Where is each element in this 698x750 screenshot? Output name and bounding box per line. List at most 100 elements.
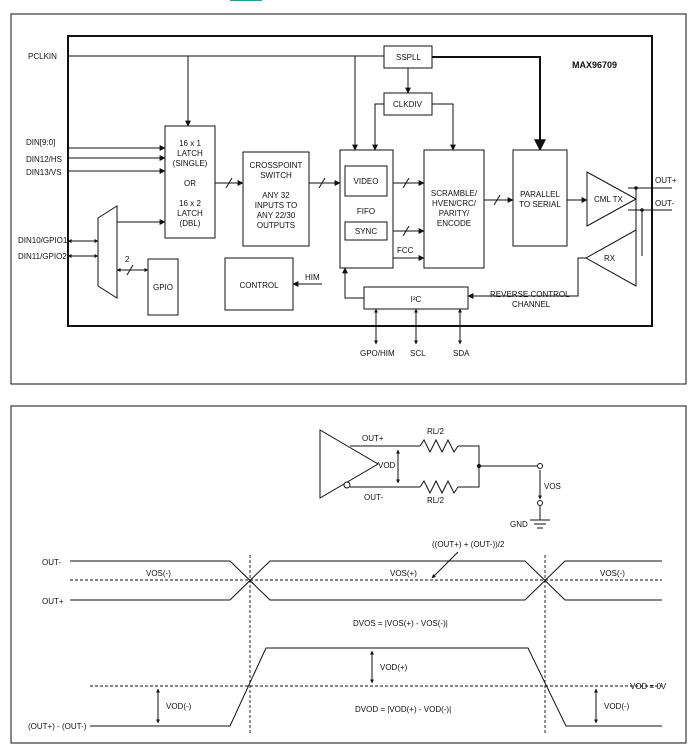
latch-line-7: (DBL)	[180, 219, 201, 228]
sync-block	[344, 221, 388, 241]
wire-rx-i2c	[467, 257, 586, 299]
pin-sda: SDA	[453, 349, 470, 358]
block-diagram-frame	[10, 13, 687, 385]
reverse-channel-line-1: REVERSE CONTROL	[490, 290, 570, 299]
parallel-line-1: PARALLEL	[520, 190, 560, 199]
scramble-line-2: HVEN/CRC/	[432, 199, 477, 208]
scramble-line-4: ENCODE	[437, 219, 471, 228]
video-block	[344, 165, 388, 197]
clkdiv-label: CLKDIV	[393, 100, 423, 109]
cml-tx-label: CML TX	[594, 195, 624, 204]
ssppll-label: SSPLL	[396, 53, 421, 62]
reverse-channel-line-2: CHANNEL	[512, 300, 551, 309]
wire-clkdiv-scramble	[432, 103, 456, 151]
latch-line-6: LATCH	[177, 209, 203, 218]
crosspoint-line-2: SWITCH	[260, 171, 292, 180]
control-block	[224, 257, 294, 311]
resistor-top-label: RL/2	[427, 427, 444, 436]
circuit-out-minus: OUT-	[364, 493, 383, 502]
crosspoint-line-4: INPUTS TO	[255, 201, 297, 210]
scramble-line-3: PARITY/	[439, 209, 470, 218]
scramble-block	[423, 149, 485, 269]
dvod-equation: DVOD = |VOD(+) - VOD(-)|	[355, 705, 451, 714]
latch-line-3: (SINGLE)	[173, 159, 208, 168]
vod-minus-label-right: VOD(-)	[604, 702, 630, 711]
resistor-top	[419, 438, 459, 454]
circuit-vos: VOS	[544, 482, 561, 491]
fifo-label: FIFO	[357, 207, 375, 216]
label-out-plus: OUT+	[42, 597, 64, 606]
resistor-bottom	[419, 479, 459, 495]
wire-ssppll-parallel	[432, 56, 546, 152]
parallel-block	[512, 149, 568, 247]
bus-slash	[225, 177, 233, 189]
pin-din-9-0: DIN[9:0]	[26, 138, 55, 147]
chip-name: MAX96709	[572, 60, 617, 70]
latch-line-2: LATCH	[177, 149, 203, 158]
wire-clkdiv-video	[372, 103, 384, 151]
pin-out-minus: OUT-	[655, 199, 674, 208]
pin-pclkin: PCLKIN	[28, 52, 57, 61]
chip-outline	[67, 35, 653, 327]
rx-label: RX	[604, 254, 616, 263]
parallel-line-2: TO SERIAL	[519, 200, 561, 209]
dvos-equation: DVOS = |VOS(+) - VOS(-)|	[353, 619, 448, 628]
pin-din13-vs: DIN13/VS	[26, 168, 62, 177]
vos-plus: VOS(+)	[390, 569, 417, 578]
wave-differential	[90, 647, 662, 727]
pin-din11-gpio2: DIN11/GPIO2	[18, 252, 67, 261]
wave-out-minus	[70, 560, 662, 601]
resistor-bottom-label: RL/2	[427, 496, 444, 505]
crosspoint-line-1: CROSSPOINT	[250, 161, 303, 170]
cml-tx-buffer	[586, 171, 638, 227]
vod-zero-label: VOD = 0V	[630, 682, 667, 691]
him-label: HIM	[305, 273, 320, 282]
bus-slash	[493, 194, 501, 206]
i2c-label: I²C	[411, 295, 422, 304]
latch-line-1: 16 x 1	[179, 139, 201, 148]
wire-i2c-fifo	[342, 267, 364, 299]
bus-slash	[318, 177, 326, 189]
pin-out-plus: OUT+	[655, 176, 677, 185]
circuit-vod: VOD	[378, 461, 396, 470]
vos-minus-left: VOS(-)	[146, 569, 171, 578]
video-label: VIDEO	[354, 177, 379, 186]
vos-terminal-top	[537, 463, 543, 469]
vod-plus-label: VOD(+)	[380, 663, 408, 672]
scramble-line-1: SCRAMBLE/	[431, 189, 478, 198]
crosspoint-block	[242, 151, 310, 247]
pin-din12-hs: DIN12/HS	[26, 155, 62, 164]
pin-scl: SCL	[410, 349, 426, 358]
gpio-block	[147, 258, 179, 316]
gpio-mux	[97, 205, 118, 299]
fcc-label: FCC	[397, 246, 414, 255]
rx-buffer	[584, 229, 637, 287]
gpio-label: GPIO	[153, 283, 173, 292]
circuit-out-plus: OUT+	[362, 434, 384, 443]
test-driver	[319, 429, 379, 499]
pin-gpo-him: GPO/HIM	[360, 349, 395, 358]
common-mode-pointer	[431, 551, 459, 579]
latch-line-4: OR	[184, 179, 196, 188]
latch-line-5: 16 x 2	[179, 199, 201, 208]
wire-resistor-join	[458, 445, 480, 488]
pin-din10-gpio1: DIN10/GPIO1	[18, 236, 68, 245]
vos-terminal-bottom	[537, 500, 543, 506]
crosspoint-line-3: ANY 32	[262, 191, 290, 200]
common-mode-label: ((OUT+) + (OUT-))/2	[432, 540, 505, 549]
bus-slash	[402, 225, 410, 237]
label-out-minus: OUT-	[42, 558, 61, 567]
vod-minus-label-left: VOD(-)	[166, 702, 192, 711]
inverting-bubble	[343, 481, 351, 489]
circuit-gnd: GND	[510, 520, 528, 529]
bus-slash	[126, 264, 134, 276]
sync-label: SYNC	[355, 227, 377, 236]
wave-out-plus	[70, 560, 662, 601]
label-diff: (OUT+) - (OUT-)	[28, 722, 87, 731]
crosspoint-line-6: OUTPUTS	[257, 221, 295, 230]
waveform-frame	[10, 405, 687, 744]
bus-width-label: 2	[125, 255, 130, 264]
bus-slash	[402, 177, 410, 189]
control-label: CONTROL	[239, 281, 279, 290]
